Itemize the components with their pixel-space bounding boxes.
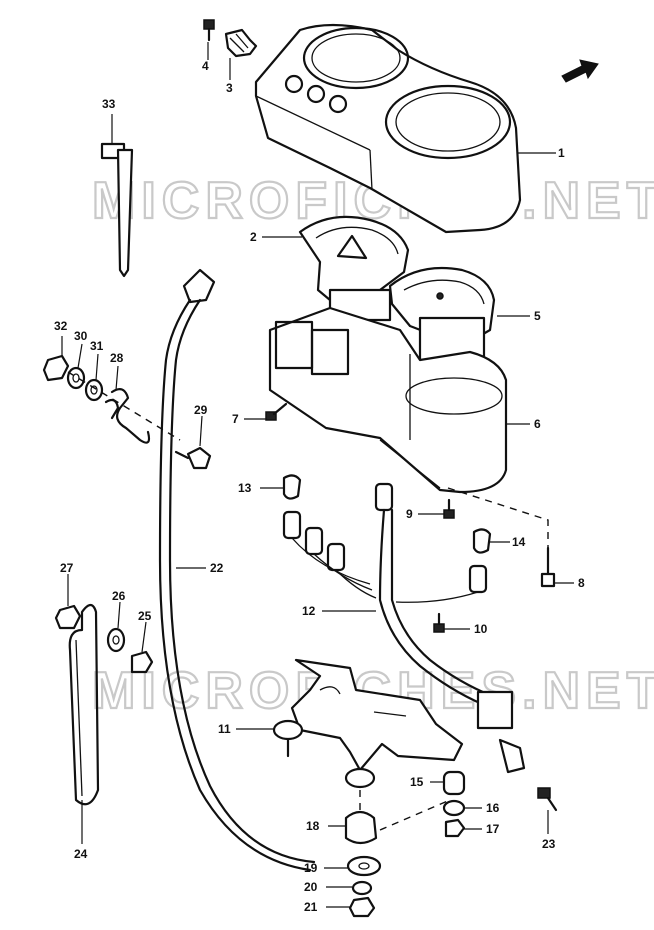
part-15-cushion bbox=[442, 770, 466, 796]
part-9-screw bbox=[443, 498, 455, 519]
part-17-nut bbox=[444, 818, 466, 838]
callout-1: 1 bbox=[558, 146, 565, 160]
callout-32: 32 bbox=[54, 319, 68, 333]
part-26-washer bbox=[106, 627, 126, 653]
callout-8: 8 bbox=[578, 576, 585, 590]
callout-6: 6 bbox=[534, 417, 541, 431]
front-arrow-icon bbox=[561, 59, 599, 83]
callout-15: 15 bbox=[410, 775, 424, 789]
callout-16: 16 bbox=[486, 801, 500, 815]
part-10-screw bbox=[433, 612, 445, 633]
part-22-speedometer-cable bbox=[158, 268, 316, 872]
callout-18: 18 bbox=[306, 819, 320, 833]
callout-19: 19 bbox=[304, 861, 318, 875]
callout-4: 4 bbox=[202, 59, 209, 73]
callout-26: 26 bbox=[112, 589, 126, 603]
part-8-screw bbox=[540, 546, 556, 588]
leader-lines bbox=[61, 42, 574, 908]
callout-14: 14 bbox=[512, 535, 526, 549]
part-31-washer bbox=[84, 378, 104, 402]
part-4-screw bbox=[203, 19, 215, 42]
part-21-nut bbox=[348, 896, 376, 918]
callout-30: 30 bbox=[74, 329, 88, 343]
callout-5: 5 bbox=[534, 309, 541, 323]
part-32-nut bbox=[42, 354, 70, 382]
callout-27: 27 bbox=[60, 561, 74, 575]
part-23-screw bbox=[537, 787, 558, 812]
callout-13: 13 bbox=[238, 481, 252, 495]
part-2-tachometer bbox=[298, 215, 410, 322]
part-14-grommet bbox=[472, 528, 492, 554]
callout-20: 20 bbox=[304, 880, 318, 894]
part-29-bolt bbox=[174, 446, 212, 470]
callout-9: 9 bbox=[406, 507, 413, 521]
callout-17: 17 bbox=[486, 822, 500, 836]
callout-2: 2 bbox=[250, 230, 257, 244]
part-25-bolt bbox=[130, 650, 154, 674]
part-1-meter-case-cover bbox=[254, 23, 522, 234]
part-12-wiring-harness bbox=[282, 482, 526, 774]
part-3-reset-knob bbox=[224, 28, 258, 58]
callout-10: 10 bbox=[474, 622, 488, 636]
part-18-cushion bbox=[344, 767, 378, 845]
part-6-meter-case-lower bbox=[268, 306, 508, 494]
part-11-meter-bracket bbox=[272, 658, 464, 772]
part-24-stay bbox=[68, 603, 100, 806]
callout-3: 3 bbox=[226, 81, 233, 95]
callout-31: 31 bbox=[90, 339, 104, 353]
callout-22: 22 bbox=[210, 561, 224, 575]
callout-25: 25 bbox=[138, 609, 152, 623]
callout-28: 28 bbox=[110, 351, 124, 365]
part-33-cable-tie bbox=[100, 142, 134, 278]
callout-33: 33 bbox=[102, 97, 116, 111]
callout-29: 29 bbox=[194, 403, 208, 417]
callout-labels: 1 2 3 4 5 6 7 8 9 10 11 12 13 14 15 16 1… bbox=[54, 59, 585, 914]
part-7-screw bbox=[265, 402, 288, 421]
part-28-bracket bbox=[104, 388, 151, 444]
callout-12: 12 bbox=[302, 604, 316, 618]
part-5-speedometer bbox=[388, 266, 496, 366]
part-27-nut bbox=[54, 604, 82, 630]
part-30-washer bbox=[66, 366, 86, 390]
part-13-grommet bbox=[282, 474, 302, 500]
callout-24: 24 bbox=[74, 847, 88, 861]
callout-21: 21 bbox=[304, 900, 318, 914]
part-20-washer bbox=[351, 880, 373, 896]
callout-7: 7 bbox=[232, 412, 239, 426]
part-19-washer bbox=[346, 855, 382, 877]
callout-11: 11 bbox=[218, 722, 231, 736]
callout-23: 23 bbox=[542, 837, 556, 851]
part-16-washer bbox=[442, 799, 466, 817]
